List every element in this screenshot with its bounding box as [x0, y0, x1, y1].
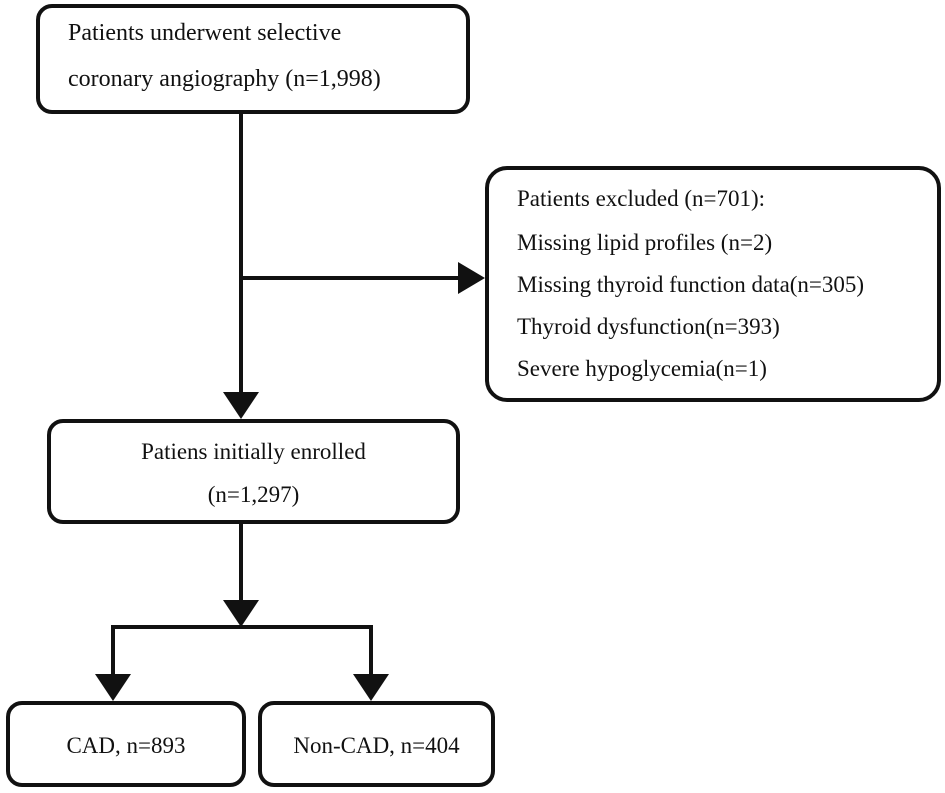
excluded-reason-thyroid-dysfunction: Thyroid dysfunction(n=393)	[517, 314, 780, 339]
enrolled-patients-box: Patiens initially enrolled (n=1,297)	[47, 419, 460, 524]
excluded-heading: Patients excluded (n=701):	[517, 186, 766, 211]
arrowhead-to-noncad	[353, 674, 389, 701]
initial-patients-line-2: coronary angiography (n=1,998)	[68, 66, 381, 92]
arrowhead-to-excluded	[458, 262, 485, 294]
initial-patients-line-1: Patients underwent selective	[68, 20, 342, 46]
enrolled-count: (n=1,297)	[207, 482, 300, 507]
non-cad-group-label: Non-CAD, n=404	[293, 733, 460, 758]
arrowhead-enrolled-down	[223, 600, 259, 627]
initial-patients-box: Patients underwent selective coronary an…	[36, 4, 470, 114]
excluded-reason-thyroid-data: Missing thyroid function data(n=305)	[517, 272, 865, 297]
arrowhead-to-enrolled	[223, 392, 259, 419]
cad-group-box: CAD, n=893	[6, 701, 246, 787]
arrowhead-to-cad	[95, 674, 131, 701]
enrolled-label: Patiens initially enrolled	[141, 439, 366, 464]
non-cad-group-box: Non-CAD, n=404	[258, 701, 495, 787]
cad-group-label: CAD, n=893	[66, 733, 186, 758]
excluded-reason-hypoglycemia: Severe hypoglycemia(n=1)	[517, 356, 767, 381]
excluded-reason-lipid: Missing lipid profiles (n=2)	[517, 230, 773, 255]
excluded-patients-box: Patients excluded (n=701): Missing lipid…	[485, 166, 941, 402]
